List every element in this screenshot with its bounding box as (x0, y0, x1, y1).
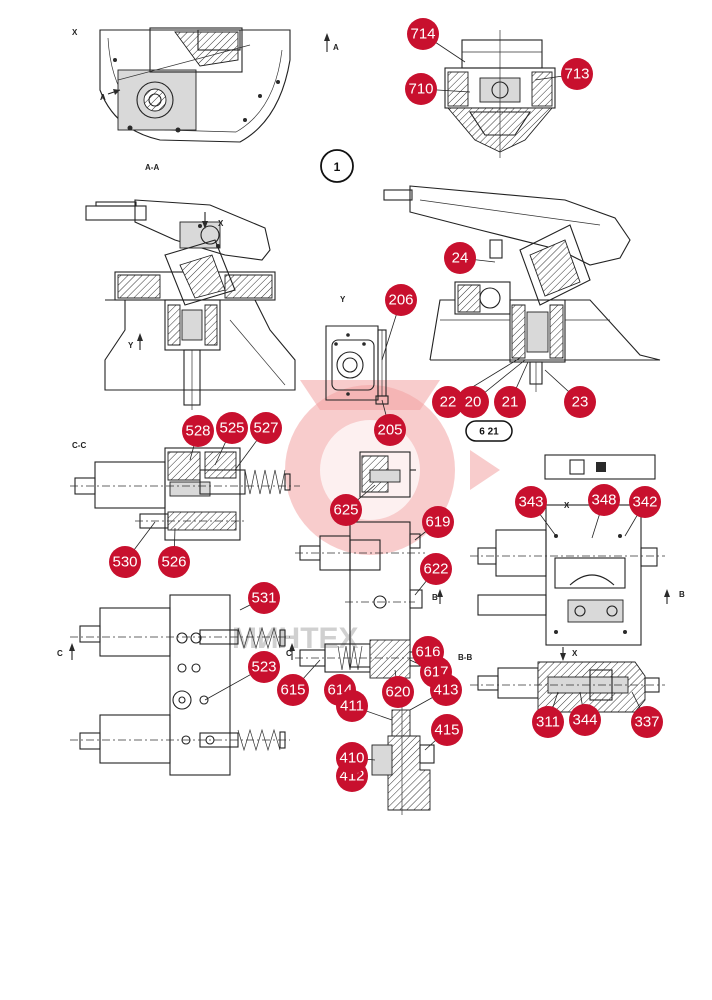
svg-text:410: 410 (339, 750, 364, 767)
svg-text:411: 411 (340, 698, 364, 715)
callout-619[interactable]: 619 (422, 506, 454, 538)
svg-text:531: 531 (251, 590, 276, 607)
svg-text:526: 526 (161, 554, 186, 571)
section-middle-left: X Y (85, 199, 296, 410)
watermark-text: МИНТЕХ (232, 622, 359, 655)
svg-text:527: 527 (253, 420, 278, 437)
callout-205[interactable]: 205 (374, 414, 406, 446)
view-label-x: X (72, 28, 78, 37)
callout-206[interactable]: 206 (385, 284, 417, 316)
figure-reference: 6 21 (479, 427, 499, 438)
section-lower-right: X (470, 647, 665, 713)
callout-20[interactable]: 20 (457, 386, 489, 418)
section-small-block (359, 451, 416, 498)
callout-620[interactable]: 620 (382, 676, 414, 708)
view-label-x-mid: X (218, 219, 224, 228)
section-cc: C-C (70, 441, 300, 541)
callout-528[interactable]: 528 (182, 415, 214, 447)
svg-text:523: 523 (251, 659, 276, 676)
svg-text:311: 311 (536, 714, 560, 731)
svg-text:23: 23 (572, 394, 589, 411)
svg-text:20: 20 (465, 394, 482, 411)
svg-text:24: 24 (452, 250, 469, 267)
callout-714[interactable]: 714 (407, 18, 439, 50)
svg-text:415: 415 (434, 722, 459, 739)
svg-text:22: 22 (440, 394, 457, 411)
figure-number: 1 (334, 160, 341, 174)
view-label-a-left: A (100, 93, 106, 102)
callout-348[interactable]: 348 (588, 484, 620, 516)
callout-22[interactable]: 22 (432, 386, 464, 418)
callout-411[interactable]: 411 (336, 690, 368, 722)
view-label-c-right: C (286, 649, 292, 658)
svg-text:615: 615 (280, 682, 305, 699)
view-label-x-bottom: X (572, 649, 578, 658)
callout-523[interactable]: 523 (248, 651, 280, 683)
svg-text:620: 620 (385, 684, 410, 701)
svg-text:343: 343 (518, 494, 543, 511)
view-label-y-mid: Y (340, 295, 346, 304)
figure-reference-badge: 6 21 (465, 420, 513, 442)
section-label-bb: B-B (458, 653, 472, 662)
section-lower-left: C C (57, 594, 295, 776)
svg-text:622: 622 (423, 561, 448, 578)
callout-526[interactable]: 526 (158, 546, 190, 578)
callout-343[interactable]: 343 (515, 486, 547, 518)
view-label-a-right: A (333, 43, 339, 52)
view-label-b-right: B (679, 590, 685, 599)
callouts: 714 710 713 24 206 22 20 21 23 528 525 5… (109, 18, 663, 792)
callout-713[interactable]: 713 (561, 58, 593, 90)
section-label-cc: C-C (72, 441, 86, 450)
section-lower-center (371, 700, 435, 815)
svg-text:525: 525 (219, 420, 244, 437)
callout-527[interactable]: 527 (250, 412, 282, 444)
callout-525[interactable]: 525 (216, 412, 248, 444)
callout-615[interactable]: 615 (277, 674, 309, 706)
callout-415[interactable]: 415 (431, 714, 463, 746)
plate-view-y: Y (325, 295, 389, 405)
callout-622[interactable]: 622 (420, 553, 452, 585)
section-right-block: X B B (432, 454, 685, 646)
callout-531[interactable]: 531 (248, 582, 280, 614)
callout-311[interactable]: 311 (532, 706, 564, 738)
housing-view-aa: X A A A-A (72, 27, 339, 172)
svg-text:530: 530 (112, 554, 137, 571)
callout-337[interactable]: 337 (631, 706, 663, 738)
svg-text:625: 625 (333, 502, 358, 519)
svg-text:344: 344 (572, 712, 597, 729)
svg-text:528: 528 (185, 423, 210, 440)
svg-text:342: 342 (632, 494, 657, 511)
svg-text:205: 205 (377, 422, 402, 439)
callout-23[interactable]: 23 (564, 386, 596, 418)
callout-710[interactable]: 710 (405, 73, 437, 105)
callout-625[interactable]: 625 (330, 494, 362, 526)
section-top-right (444, 30, 556, 158)
callout-342[interactable]: 342 (629, 486, 661, 518)
svg-text:713: 713 (564, 66, 589, 83)
svg-text:710: 710 (408, 81, 433, 98)
svg-text:206: 206 (388, 292, 413, 309)
section-bb: B-B (295, 639, 472, 679)
svg-text:337: 337 (634, 714, 659, 731)
section-middle-right (383, 185, 661, 392)
section-label-aa: A-A (145, 163, 159, 172)
svg-text:348: 348 (591, 492, 616, 509)
view-label-b-mid: B (432, 593, 438, 602)
view-label-c-left: C (57, 649, 63, 658)
callout-24[interactable]: 24 (444, 242, 476, 274)
svg-text:714: 714 (410, 26, 435, 43)
svg-text:619: 619 (425, 514, 450, 531)
svg-text:413: 413 (433, 682, 458, 699)
figure-number-badge: 1 (320, 149, 354, 183)
callout-530[interactable]: 530 (109, 546, 141, 578)
view-label-y-left: Y (128, 341, 134, 350)
callout-413[interactable]: 413 (430, 674, 462, 706)
callout-21[interactable]: 21 (494, 386, 526, 418)
callout-344[interactable]: 344 (569, 704, 601, 736)
callout-410[interactable]: 410 (336, 742, 368, 774)
svg-text:21: 21 (502, 394, 519, 411)
